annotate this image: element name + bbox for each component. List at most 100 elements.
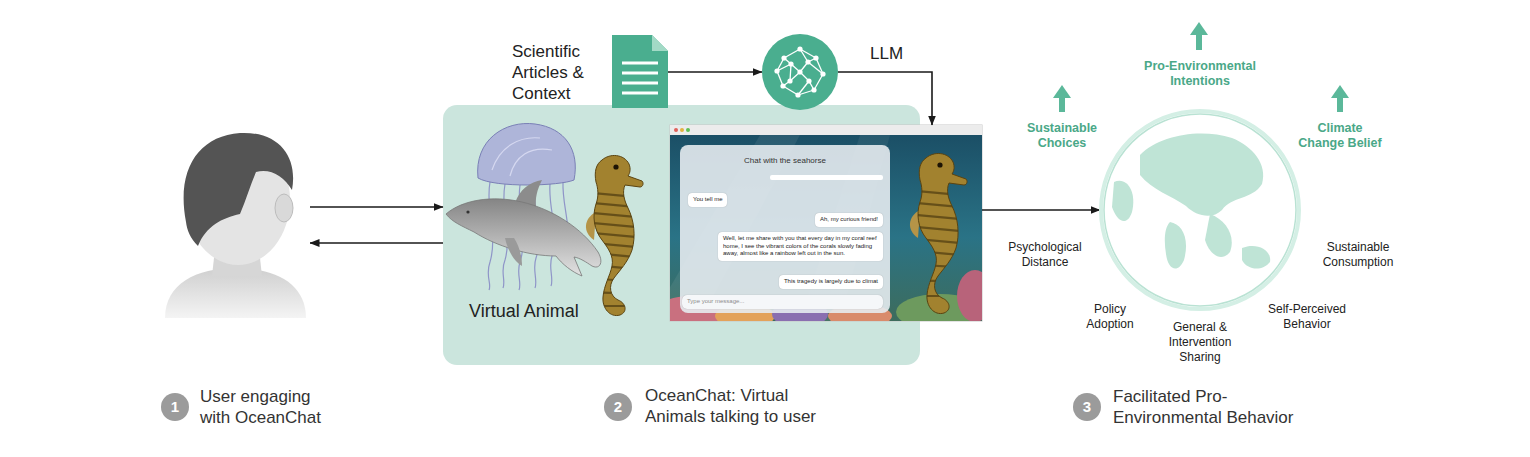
stripe bbox=[582, 252, 647, 258]
chat-input: Type your message... bbox=[682, 295, 883, 309]
stripe bbox=[906, 250, 971, 256]
network-node bbox=[787, 78, 792, 83]
outcome-label: Sustainable Choices bbox=[1007, 121, 1117, 151]
document-line bbox=[622, 92, 658, 95]
network-node bbox=[813, 55, 818, 60]
coral bbox=[957, 270, 982, 321]
chat-window-frame bbox=[650, 125, 993, 330]
step-circle bbox=[604, 393, 632, 421]
seahorse-eye bbox=[937, 162, 942, 167]
globe-outline bbox=[1100, 110, 1300, 310]
partial-bubble bbox=[770, 175, 883, 180]
stripe bbox=[582, 192, 647, 198]
chat-bubble: Ah, my curious friend! bbox=[815, 213, 883, 227]
window-dot bbox=[680, 128, 684, 132]
network-link bbox=[798, 81, 809, 95]
measure-label: General & Intervention Sharing bbox=[1158, 320, 1242, 365]
dolphin-eye bbox=[466, 210, 469, 213]
stripe bbox=[582, 264, 647, 270]
stripe bbox=[582, 202, 647, 208]
continent bbox=[1242, 246, 1270, 269]
network-link bbox=[814, 74, 823, 90]
document-node: Scientific Articles & Context bbox=[612, 35, 668, 108]
bell-line bbox=[492, 138, 552, 176]
document-line bbox=[622, 72, 658, 75]
globe-halo bbox=[1101, 111, 1299, 309]
stripe bbox=[906, 190, 971, 196]
message-text: Type your message... bbox=[687, 298, 878, 306]
stripe bbox=[582, 305, 647, 307]
node-text: OceanChat: Virtual Animals talking to us… bbox=[645, 385, 845, 427]
seahorse bbox=[906, 153, 971, 313]
chat-card bbox=[680, 145, 890, 313]
network-node bbox=[805, 59, 810, 64]
globe-outline bbox=[1104, 114, 1296, 306]
dolphin bbox=[446, 180, 601, 276]
arrow-shaft bbox=[1059, 97, 1065, 112]
llm-circle bbox=[762, 34, 838, 110]
seahorse-body bbox=[918, 153, 967, 313]
callout-number: 1 bbox=[161, 397, 189, 417]
jellyfish-bell bbox=[478, 123, 576, 185]
node-text: Scientific Articles & Context bbox=[512, 41, 604, 104]
stripe bbox=[906, 264, 971, 268]
arrow-head bbox=[1053, 85, 1071, 98]
network-link bbox=[808, 62, 823, 74]
stripe bbox=[582, 292, 647, 294]
node-text: Virtual Animal bbox=[469, 300, 639, 322]
flow-arrow bbox=[310, 206, 443, 208]
user-hair bbox=[184, 133, 294, 246]
continent bbox=[1112, 181, 1133, 221]
window-dot bbox=[674, 128, 678, 132]
network-link bbox=[783, 86, 798, 95]
ocean-background bbox=[670, 135, 982, 321]
stripe bbox=[582, 212, 647, 218]
stripe bbox=[906, 202, 971, 208]
stripe bbox=[906, 280, 971, 282]
window-titlebar bbox=[670, 125, 982, 135]
network-node bbox=[811, 87, 816, 92]
arrow-shaft bbox=[1196, 34, 1202, 50]
dolphin-flipper bbox=[505, 238, 522, 266]
node-text: Chat with the seahorse bbox=[680, 156, 890, 166]
globe-node: Facilitated Pro-Environmental Behavior bbox=[1100, 110, 1300, 310]
node-text: User engaging with OceanChat bbox=[200, 386, 340, 428]
window-dot bbox=[686, 128, 690, 132]
chat-bubble: This tragedy is largely due to climat bbox=[779, 275, 883, 289]
arrow-shaft bbox=[1337, 97, 1343, 112]
node-text: LLM bbox=[870, 43, 930, 64]
document-shape bbox=[612, 35, 668, 108]
window-frame bbox=[670, 125, 982, 321]
network-node bbox=[797, 69, 802, 74]
node-text: Facilitated Pro-Environmental Behavior bbox=[1113, 386, 1308, 428]
brain-outline bbox=[762, 34, 838, 110]
flow-arrow bbox=[668, 71, 762, 73]
continent bbox=[1165, 222, 1186, 269]
flow-arrow bbox=[982, 209, 1100, 211]
seahorse-stripes bbox=[906, 190, 971, 296]
outcome-label: Climate Change Belief bbox=[1294, 121, 1386, 151]
seahorse bbox=[582, 155, 647, 315]
flow-arrow bbox=[838, 72, 932, 125]
user-node: User engaging with OceanChat bbox=[160, 130, 310, 320]
stripe bbox=[906, 238, 971, 244]
dolphin-body bbox=[446, 199, 601, 276]
callout-number: 2 bbox=[604, 397, 632, 417]
message-text: You tell me bbox=[693, 196, 722, 204]
measure-label: Sustainable Consumption bbox=[1302, 240, 1414, 270]
doc-outline bbox=[612, 35, 668, 108]
network-node bbox=[820, 71, 825, 76]
seahorse-stripes bbox=[582, 192, 647, 306]
user-ear bbox=[275, 194, 293, 222]
llm-node: LLM bbox=[762, 34, 838, 110]
message-text: Ah, my curious friend! bbox=[820, 216, 878, 224]
stripe bbox=[582, 222, 647, 228]
network-node bbox=[788, 61, 793, 66]
stripe bbox=[582, 278, 647, 282]
network-node bbox=[797, 46, 802, 51]
arrow-head bbox=[1190, 22, 1208, 35]
message-text: This tragedy is largely due to climat bbox=[784, 278, 878, 286]
user-figure bbox=[165, 133, 306, 318]
